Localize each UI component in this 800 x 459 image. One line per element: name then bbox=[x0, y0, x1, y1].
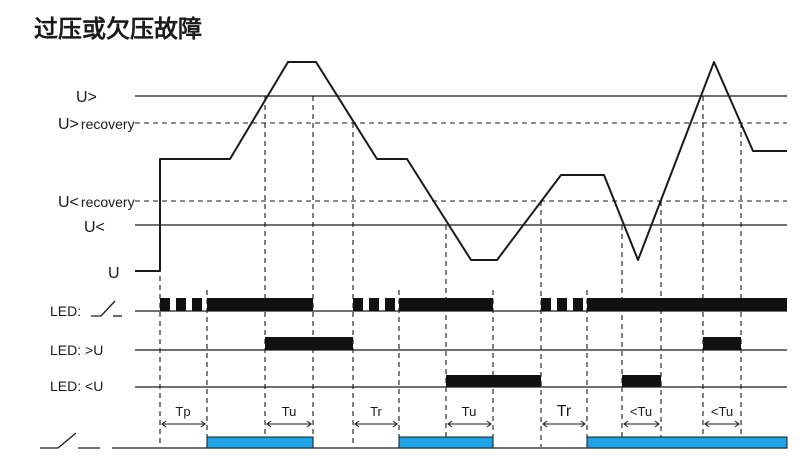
label-u-base: U bbox=[108, 265, 120, 282]
svg-text:<Tu: <Tu bbox=[711, 404, 733, 419]
led-power-switch-icon bbox=[91, 300, 116, 317]
led-power-blink bbox=[573, 298, 583, 311]
led-power-blink bbox=[192, 298, 202, 311]
svg-text:Tu: Tu bbox=[462, 404, 477, 419]
label-u-under-recovery: U<recovery bbox=[58, 194, 135, 211]
svg-text:Tr: Tr bbox=[557, 403, 572, 420]
led-power-blink bbox=[353, 298, 363, 311]
voltage-waveform bbox=[135, 61, 787, 272]
led-under-label: LED: <U bbox=[50, 378, 103, 394]
led-under-on-bar bbox=[446, 375, 541, 387]
led-over-label: LED: >U bbox=[50, 342, 103, 358]
relay-switch-icon bbox=[40, 432, 77, 449]
timing-tp: Tp bbox=[161, 404, 206, 428]
svg-text:<Tu: <Tu bbox=[630, 404, 652, 419]
svg-text:Tr: Tr bbox=[370, 404, 382, 419]
led-power-on-bar bbox=[399, 298, 493, 311]
relay-on-bar bbox=[206, 436, 314, 449]
label-u-over: U> bbox=[76, 89, 97, 106]
led-power-on-bar bbox=[207, 298, 313, 311]
led-power-label: LED: bbox=[50, 303, 81, 319]
led-over-on-bar bbox=[703, 337, 741, 350]
relay-on-bar bbox=[398, 436, 494, 449]
timing-tu-4: <Tu bbox=[704, 404, 740, 428]
svg-text:Tp: Tp bbox=[175, 404, 190, 419]
timing-tu-1: Tu bbox=[266, 404, 312, 428]
timing-tr-1: Tr bbox=[354, 404, 398, 428]
led-power-blink bbox=[385, 298, 395, 311]
svg-text:Tu: Tu bbox=[282, 404, 297, 419]
timing-tr-2: Tr bbox=[542, 403, 586, 428]
led-under-on-bar bbox=[622, 375, 661, 387]
timing-tu-3: <Tu bbox=[623, 404, 660, 428]
led-power-on-bar bbox=[587, 298, 787, 311]
label-u-over-recovery: U>recovery bbox=[58, 116, 135, 133]
diagram-title: 过压或欠压故障 bbox=[34, 15, 202, 43]
relay-on-bar bbox=[586, 436, 788, 449]
led-power-blink bbox=[557, 298, 567, 311]
led-over-on-bar bbox=[265, 337, 353, 350]
led-power-blink bbox=[176, 298, 186, 311]
led-power-blink bbox=[541, 298, 551, 311]
timing-tu-2: Tu bbox=[447, 404, 492, 428]
led-power-blink bbox=[160, 298, 170, 311]
label-u-under: U< bbox=[84, 219, 105, 236]
led-power-blink bbox=[369, 298, 379, 311]
